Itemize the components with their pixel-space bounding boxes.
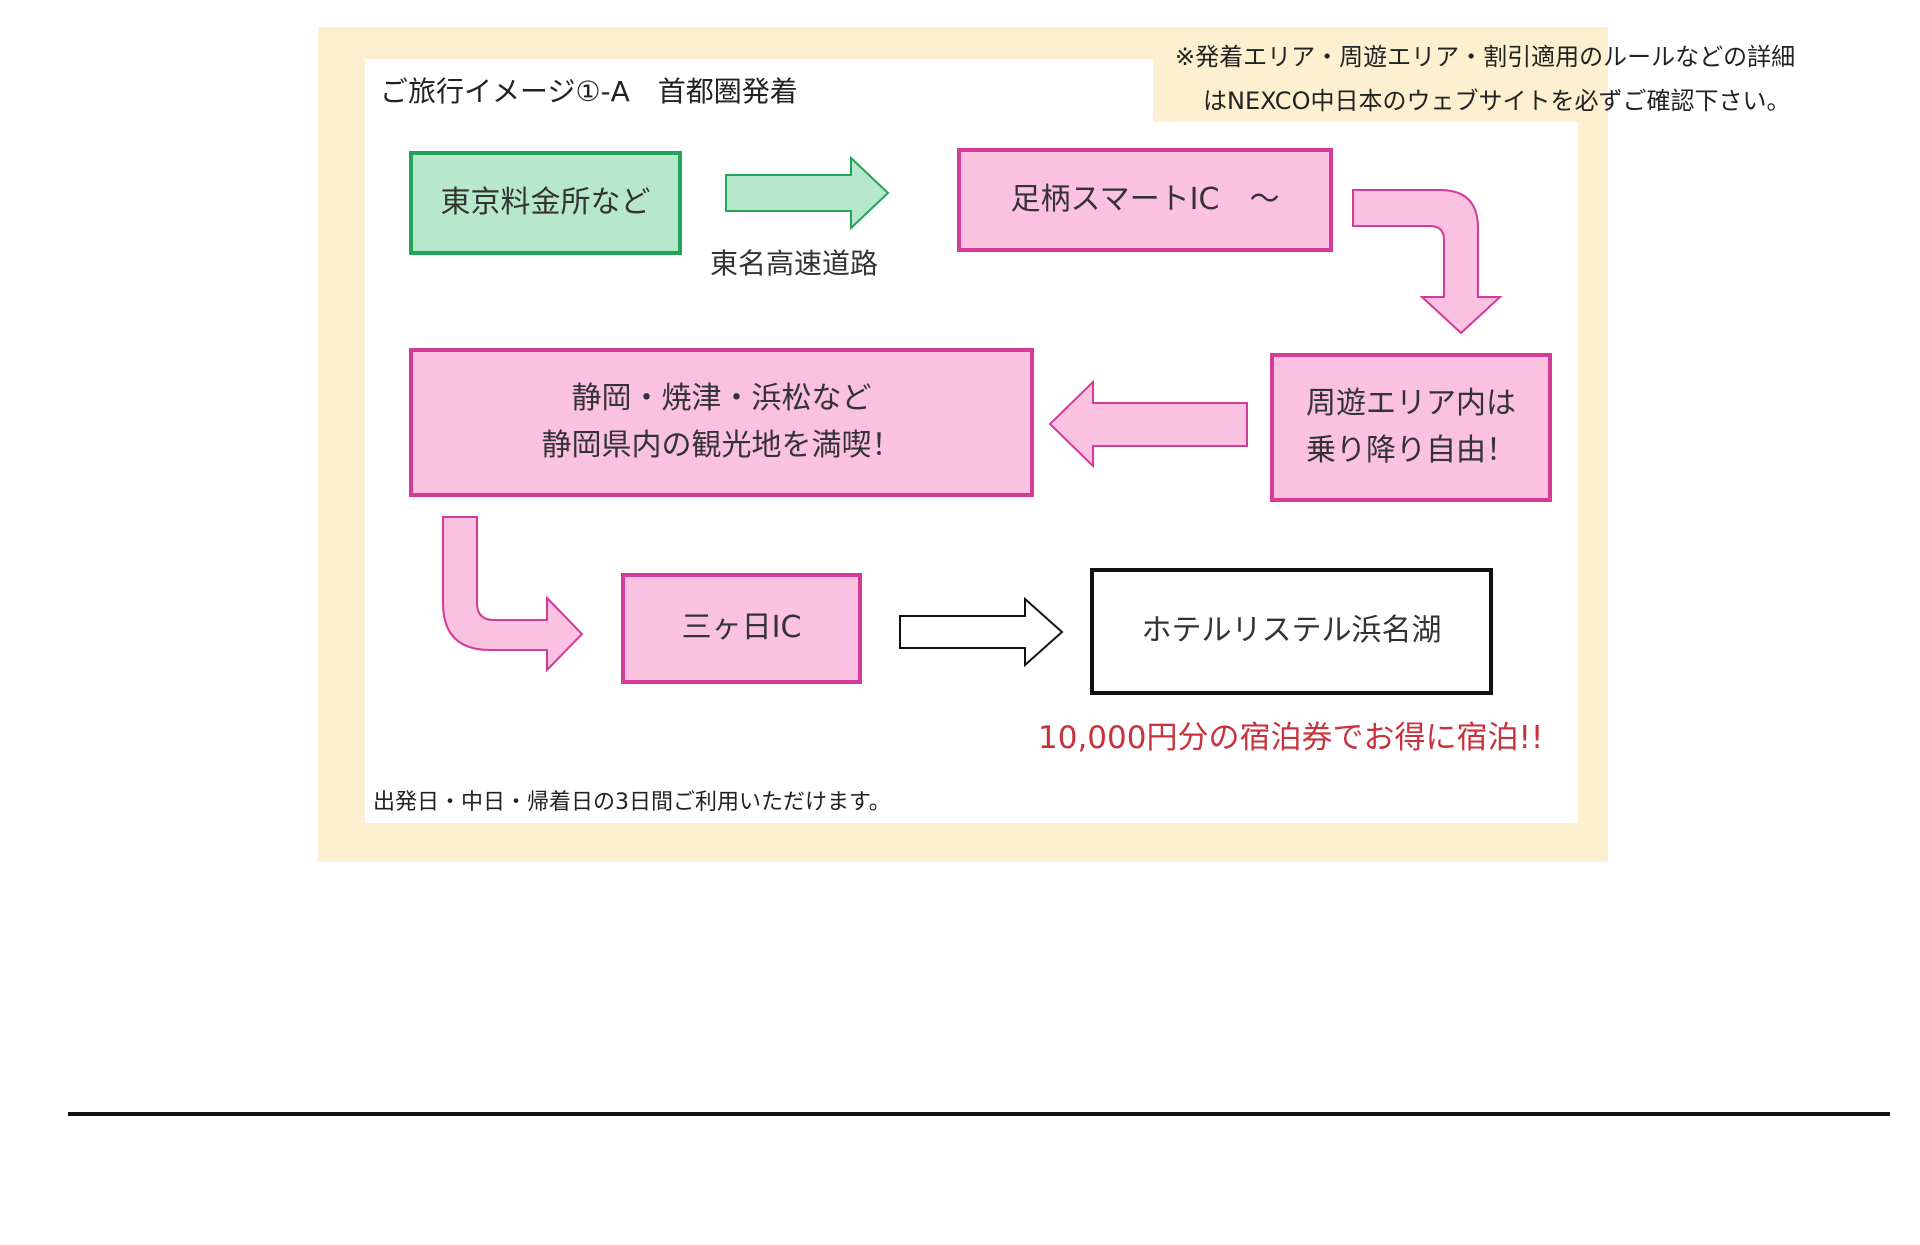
start-box: 東京料金所など: [409, 151, 682, 255]
curve-right-arrow: [442, 516, 584, 673]
sights-box: 静岡・焼津・浜松など 静岡県内の観光地を満喫！: [409, 348, 1034, 497]
curve-down-arrow: [1352, 189, 1503, 335]
notice-line-1: ※発着エリア・周遊エリア・割引適用のルールなどの詳細: [1175, 43, 1796, 71]
notice-area: ※発着エリア・周遊エリア・割引適用のルールなどの詳細 はNEXCO中日本のウェブ…: [1153, 27, 1795, 122]
divider-line: [68, 1112, 1890, 1116]
highway-arrow: [725, 155, 890, 231]
left-arrow: [1048, 379, 1248, 469]
highway-label: 東名高速道路: [710, 247, 879, 280]
promo-text: 10,000円分の宿泊券でお得に宿泊!!: [1038, 720, 1544, 756]
hotel-box: ホテルリステル浜名湖: [1090, 568, 1493, 695]
diagram-title: ご旅行イメージ①-A 首都圏発着: [380, 75, 798, 108]
sights-line-2: 静岡県内の観光地を満喫！: [541, 427, 902, 463]
footnote: 出発日・中日・帰着日の3日間ご利用いただけます。: [373, 790, 891, 815]
exit-ic-box: 三ヶ日IC: [621, 573, 862, 684]
hotel-arrow: [899, 596, 1064, 668]
loop-box: 周遊エリア内は 乗り降り自由！: [1270, 353, 1552, 502]
loop-line-2: 乗り降り自由！: [1306, 432, 1516, 468]
sights-line-1: 静岡・焼津・浜松など: [571, 381, 872, 416]
entry-ic-box: 足柄スマートIC ～: [957, 148, 1333, 252]
notice-line-2: はNEXCO中日本のウェブサイトを必ずご確認下さい。: [1203, 87, 1791, 115]
loop-line-1: 周遊エリア内は: [1306, 386, 1516, 421]
